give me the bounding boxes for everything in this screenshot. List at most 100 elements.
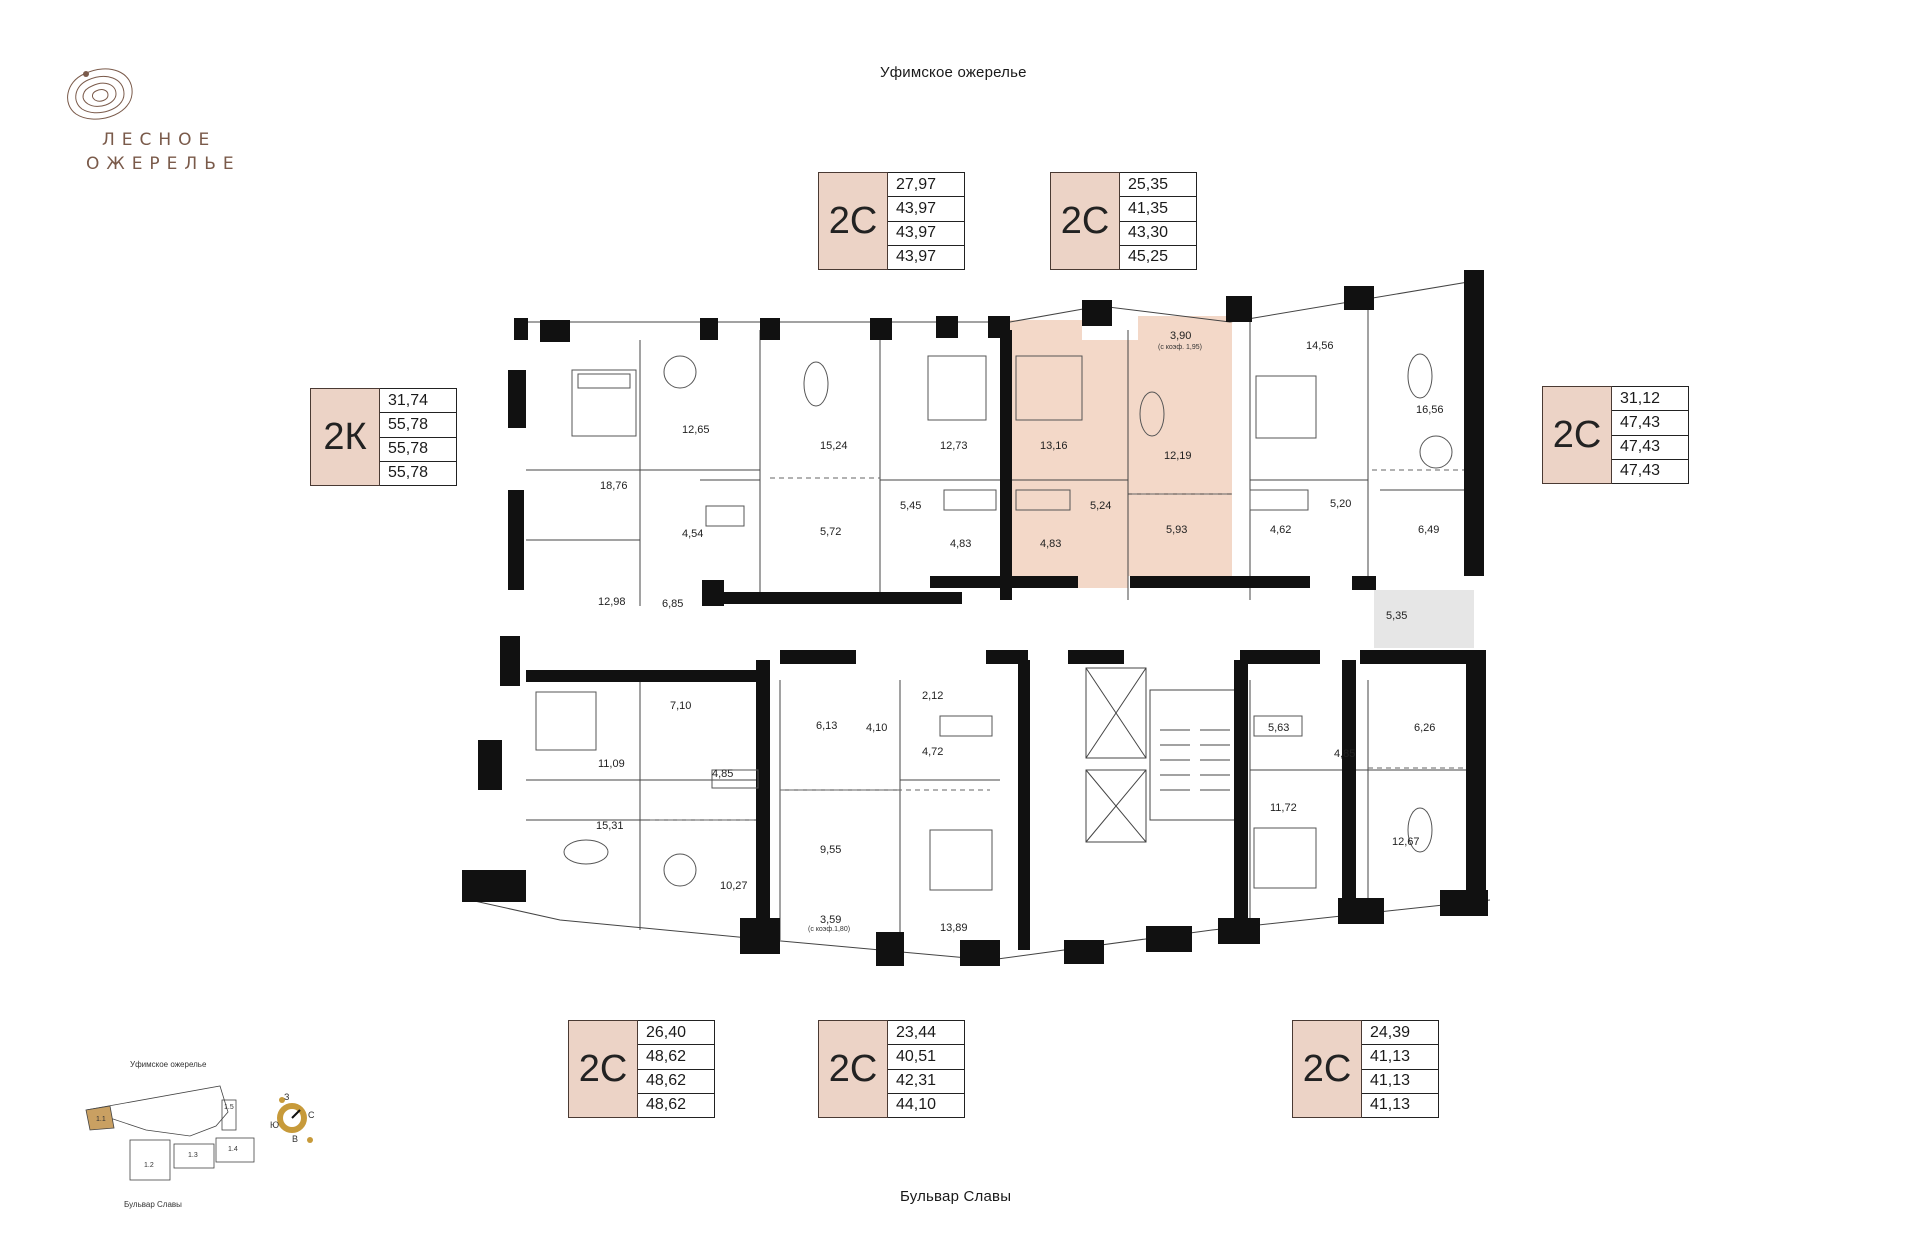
area-value: 42,31 [888,1070,964,1094]
logo-text-line1: ЛЕСНОЕ [102,130,217,150]
room-area: 5,45 [900,500,922,512]
compass-label: С [308,1110,315,1120]
room-area: 5,35 [1386,610,1408,622]
room-area: 13,89 [940,922,968,934]
apartment-badge[interactable]: 2С 25,35 41,35 43,30 45,25 [1050,172,1197,270]
apartment-areas: 23,44 40,51 42,31 44,10 [888,1020,965,1118]
area-value: 23,44 [888,1021,964,1046]
room-area: 9,55 [820,844,842,856]
minimap-street-bottom: Бульвар Славы [124,1200,182,1209]
area-value: 27,97 [888,173,964,198]
minimap-section-label: 1.5 [224,1104,234,1111]
site-minimap: Уфимское ожерелье Бульвар Славы 1.1 1.2 … [70,1058,330,1228]
room-area: 6,26 [1414,722,1436,734]
room-area: 4,54 [682,528,704,540]
room-area: 14,56 [1306,340,1334,352]
logo-text-line2: ОЖЕРЕЛЬЕ [86,154,241,174]
area-value: 55,78 [380,438,456,462]
area-value: 41,35 [1120,197,1196,222]
room-note: (с коэф. 1,95) [1158,344,1202,351]
room-area: 4,85 [712,768,734,780]
room-area: 4,10 [866,722,888,734]
area-value: 43,97 [888,197,964,222]
area-value: 43,97 [888,222,964,246]
area-value: 41,13 [1362,1045,1438,1070]
apartment-type: 2С [1292,1020,1362,1118]
room-area: 5,93 [1166,524,1188,536]
room-area: 5,63 [1268,722,1290,734]
room-area: 10,27 [720,880,748,892]
apartment-areas: 31,74 55,78 55,78 55,78 [380,388,457,486]
apartment-badge[interactable]: 2К 31,74 55,78 55,78 55,78 [310,388,457,486]
street-label-top: Уфимское ожерелье [880,64,1027,81]
apartment-badge[interactable]: 2С 24,39 41,13 41,13 41,13 [1292,1020,1439,1118]
area-value: 31,74 [380,389,456,414]
room-area: 11,72 [1270,802,1297,814]
apartment-areas: 24,39 41,13 41,13 41,13 [1362,1020,1439,1118]
minimap-sections [85,1085,313,1181]
room-area: 6,49 [1418,524,1440,536]
room-area: 15,31 [596,820,624,832]
area-value: 45,25 [1128,248,1169,266]
room-area: 4,83 [950,538,972,550]
room-area: 6,13 [816,720,838,732]
room-area: 18,76 [600,480,628,492]
room-area: 5,24 [1090,500,1112,512]
room-area: 12,67 [1392,836,1420,848]
area-value: 47,43 [1620,462,1661,480]
area-value: 48,62 [646,1096,687,1114]
apartment-badge[interactable]: 2С 26,40 48,62 48,62 48,62 [568,1020,715,1118]
minimap-section-label: 1.2 [144,1162,154,1169]
area-value: 47,43 [1612,436,1688,460]
area-value: 41,13 [1370,1096,1411,1114]
room-area: 12,98 [598,596,626,608]
room-area: 6,85 [662,598,684,610]
area-value: 43,30 [1120,222,1196,246]
room-area: 4,72 [922,746,944,758]
brand-logo: ЛЕСНОЕ ОЖЕРЕЛЬЕ [64,64,304,184]
area-value: 44,10 [896,1096,937,1114]
compass-label: В [292,1134,299,1144]
apartment-areas: 25,35 41,35 43,30 45,25 [1120,172,1197,270]
apartment-type: 2С [818,172,888,270]
minimap-section-label: 1.3 [188,1152,198,1159]
area-value: 24,39 [1362,1021,1438,1046]
compass-label: З [284,1092,290,1102]
room-area: 11,09 [598,758,625,770]
area-value: 40,51 [888,1045,964,1070]
room-area: 5,72 [820,526,842,538]
area-value: 41,13 [1362,1070,1438,1094]
apartment-badge[interactable]: 2С 31,12 47,43 47,43 47,43 [1542,386,1689,484]
room-area: 2,12 [922,690,944,702]
room-area: 4,83 [1040,538,1062,550]
apartment-type: 2С [818,1020,888,1118]
room-area: 12,19 [1164,450,1192,462]
area-value: 43,97 [896,248,937,266]
apartment-badge[interactable]: 2С 23,44 40,51 42,31 44,10 [818,1020,965,1118]
room-area: 3,90 [1170,330,1192,342]
street-label-bottom: Бульвар Славы [900,1188,1012,1205]
room-area: 3,59 [820,914,842,926]
room-area: 13,16 [1040,440,1068,452]
room-area: 4,85 [1334,748,1356,760]
compass-label: Ю [270,1120,280,1130]
area-value: 55,78 [388,464,429,482]
minimap-section-label: 1.1 [96,1116,106,1123]
area-value: 25,35 [1120,173,1196,198]
logo-topography-icon [67,68,133,120]
room-note: (с коэф.1,80) [808,926,851,933]
apartment-areas: 26,40 48,62 48,62 48,62 [638,1020,715,1118]
minimap-street-top: Уфимское ожерелье [130,1060,207,1069]
area-value: 47,43 [1612,411,1688,436]
room-area: 7,10 [670,700,692,712]
apartment-type: 2С [568,1020,638,1118]
room-area: 5,20 [1330,498,1352,510]
minimap-section-label: 1.4 [228,1146,238,1153]
room-area: 4,62 [1270,524,1292,536]
apartment-badge[interactable]: 2С 27,97 43,97 43,97 43,97 [818,172,965,270]
area-value: 26,40 [638,1021,714,1046]
apartment-type: 2С [1050,172,1120,270]
room-area: 12,65 [682,424,710,436]
room-area: 12,73 [940,440,968,452]
apartment-areas: 31,12 47,43 47,43 47,43 [1612,386,1689,484]
